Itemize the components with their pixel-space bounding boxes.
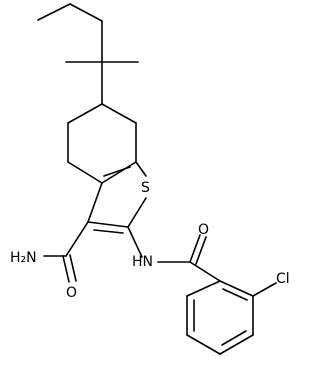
bond-c2-nh — [127, 226, 143, 258]
bond-ring-c6-c5 — [67, 103, 103, 124]
bond-thiophene-s-c2 — [127, 197, 147, 228]
bond-phenyl-c3-c4 — [219, 334, 254, 355]
bond-phenyl-inner-1 — [222, 288, 248, 301]
bond-thiophene-c3a-c3 — [87, 182, 103, 223]
bond-phenyl-cl — [252, 282, 277, 297]
bond-ring-c7a-c3a — [101, 161, 137, 184]
bond-carbonyl-o-2 — [69, 254, 77, 282]
bond-ethyl-ch3 — [37, 3, 71, 21]
bond-phenyl-c6-c1 — [186, 280, 221, 297]
bond-thiophene-c7a-s — [135, 161, 147, 177]
bonds — [37, 3, 277, 355]
bond-phenyl-c4-c5 — [186, 334, 221, 355]
bond-thiophene-c3-c2-double — [93, 229, 124, 234]
bond-carbonyl-phenyl — [189, 261, 221, 282]
bond-phenyl-c1-c2 — [219, 280, 254, 297]
benzoyl-oxygen-label: O — [198, 222, 209, 238]
bond-thiophene-c3-c2 — [87, 221, 129, 228]
bond-ring-c6-c7 — [101, 103, 137, 124]
bond-benzoyl-o-1 — [189, 234, 201, 263]
amide-oxygen-label: O — [66, 285, 77, 301]
chlorine-atom-label: Cl — [276, 271, 290, 287]
bond-benzoyl-o-2 — [195, 236, 207, 265]
nh-linker-label: HN — [132, 254, 153, 270]
atom-labels: S H₂N O HN O Cl — [10, 180, 290, 301]
bond-c3-carbonyl — [65, 221, 89, 257]
bond-carbonyl-o-1 — [62, 255, 70, 283]
bond-phenyl-inner-2 — [221, 330, 247, 346]
bond-ring-c4-c3a — [67, 161, 103, 184]
amide-nitrogen-label: H₂N — [10, 250, 37, 266]
bond-ethyl-ch2 — [69, 3, 103, 22]
sulfur-atom-label: S — [141, 180, 150, 196]
bond-ring-c7a-c3a-double — [103, 166, 131, 177]
